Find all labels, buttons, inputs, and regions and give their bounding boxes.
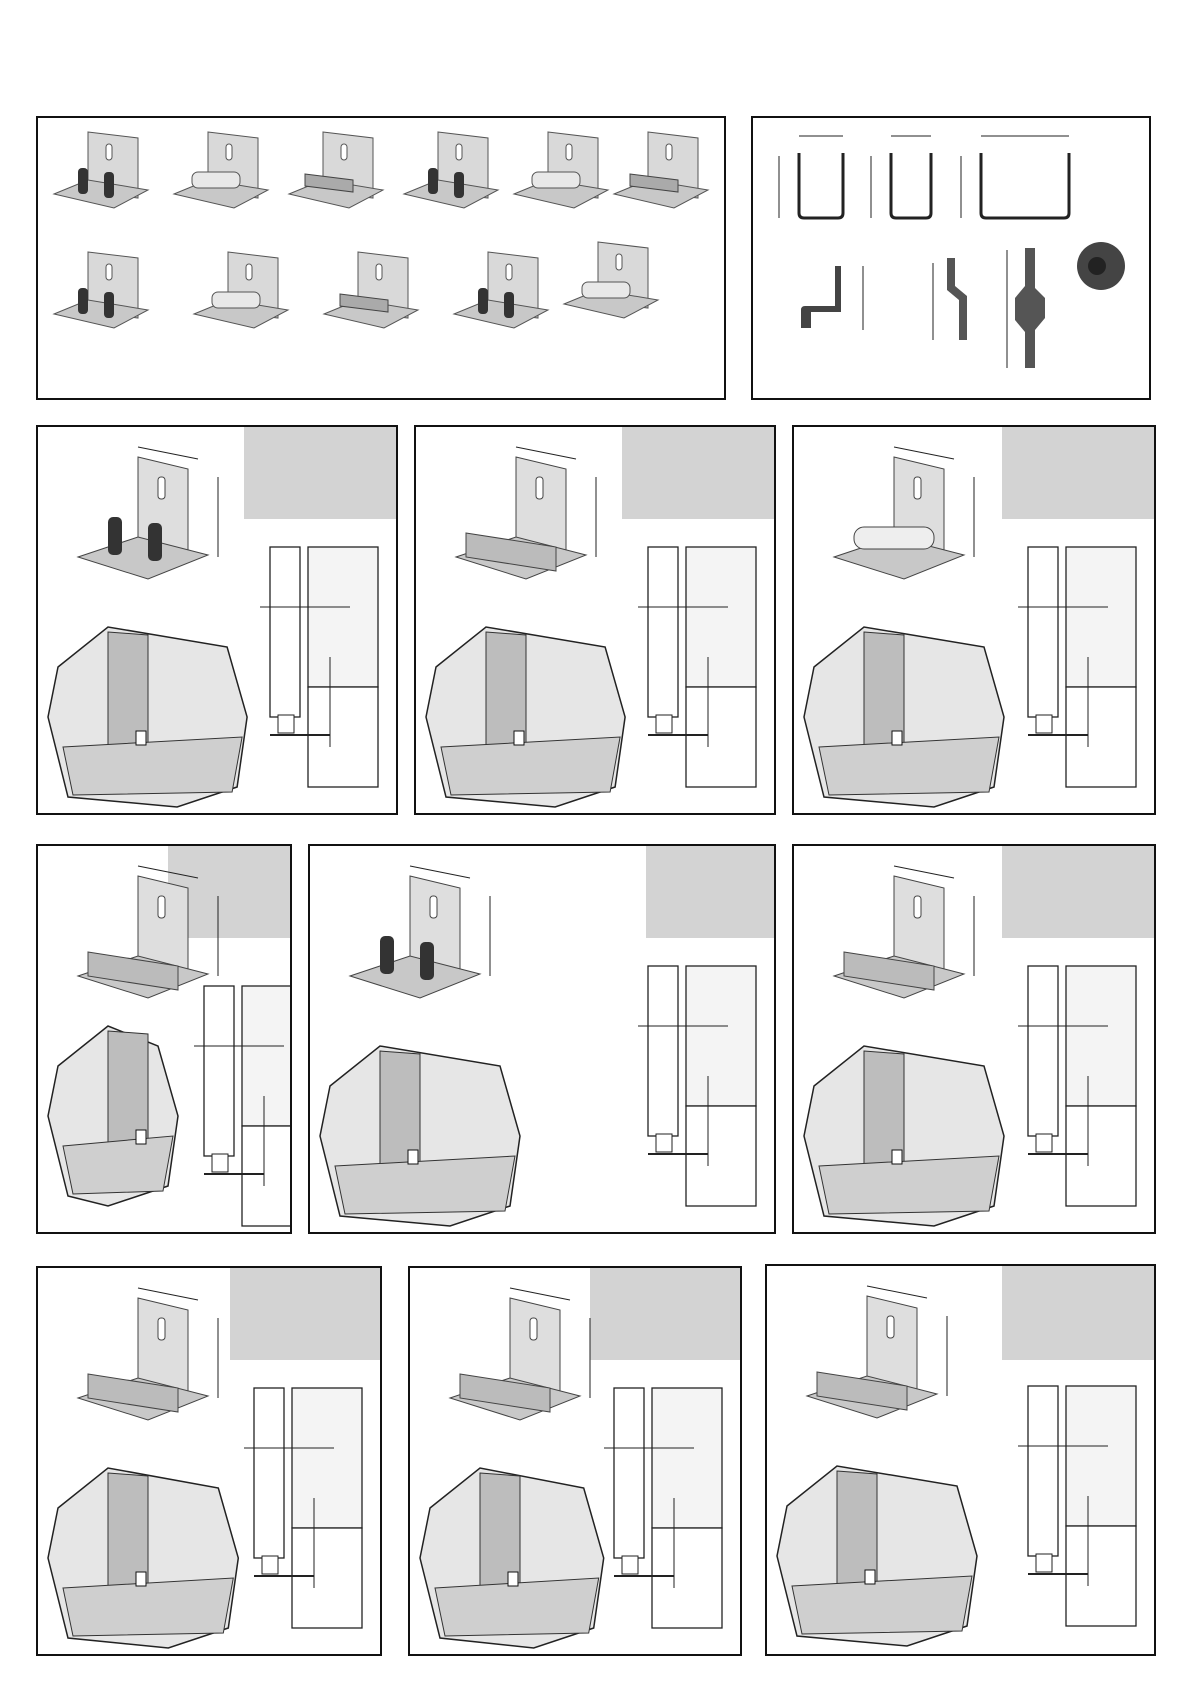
installation-illustration (38, 427, 398, 815)
cross-section-diagram (638, 547, 756, 787)
installation-illustration (38, 1268, 382, 1656)
door-cutaway-illustration (426, 627, 625, 807)
door-cutaway-illustration (804, 1046, 1004, 1226)
guide-nylon-slot (289, 132, 383, 208)
cross-section-diagram (604, 1388, 722, 1628)
panel-single-roller-guide (36, 844, 292, 1234)
door-cutaway-illustration (48, 1026, 178, 1206)
hardware-detail (834, 866, 974, 998)
door-cutaway-illustration (48, 627, 247, 807)
hardware-detail (456, 447, 596, 579)
hardware-detail (834, 447, 974, 579)
cross-section-diagram (194, 986, 292, 1226)
panel-square-plate-guide (408, 1266, 742, 1656)
hardware-overview-panel (36, 116, 726, 400)
cross-section-diagram (260, 547, 378, 787)
installation-illustration (416, 427, 776, 815)
cross-section-diagram (1018, 547, 1136, 787)
panel-double-door-guides (308, 844, 776, 1234)
track-profile-hook (801, 266, 863, 330)
guide-roller-twin (54, 132, 148, 208)
installation-illustration (794, 427, 1156, 815)
installation-illustration (38, 846, 292, 1234)
panel-flat-plate-guide (36, 1266, 382, 1656)
hardware-row-bottom (54, 242, 658, 328)
panel-offset-bracket-guide (765, 1264, 1156, 1656)
profiles-overview-panel (751, 116, 1151, 400)
hardware-detail (78, 447, 218, 579)
installation-illustration (794, 846, 1156, 1234)
guide-flat-plate-square (454, 252, 548, 328)
guide-offset-bracket (564, 242, 658, 318)
u-channel-narrow (779, 136, 843, 218)
door-cutaway-illustration (420, 1468, 604, 1648)
guide-single-roller (514, 132, 608, 208)
cross-section-diagram (1018, 1386, 1136, 1626)
guide-double-nylon-slot (324, 252, 418, 328)
hardware-detail (450, 1288, 590, 1420)
panel-channel-guide (414, 425, 776, 815)
door-cutaway-illustration (320, 1046, 520, 1226)
hardware-detail (78, 1288, 218, 1420)
track-profile-step (933, 258, 967, 340)
u-channel-wide (961, 136, 1069, 218)
u-channel-medium (871, 136, 931, 218)
cross-section-diagram (1018, 966, 1136, 1206)
hardware-detail (350, 866, 490, 998)
panel-double-channel-guide (792, 844, 1156, 1234)
profiles-overview-illustration (753, 118, 1151, 400)
installation-illustration (410, 1268, 742, 1656)
track-profile-double-step (1007, 248, 1045, 368)
guide-double-channel (194, 252, 288, 328)
installation-illustration (767, 1266, 1156, 1656)
guide-quad-roller (54, 252, 148, 328)
cross-section-diagram (638, 966, 756, 1206)
door-cutaway-illustration (48, 1468, 238, 1648)
door-cutaway-illustration (777, 1466, 977, 1646)
guide-steel-channel (404, 132, 498, 208)
hardware-detail (78, 866, 218, 998)
guide-flat-plate-center (614, 132, 708, 208)
rubber-stop-bumper (1077, 242, 1125, 290)
panel-nylon-slot-guide (792, 425, 1156, 815)
hardware-detail (807, 1286, 947, 1418)
hardware-overview-illustration (38, 118, 726, 400)
installation-illustration (310, 846, 776, 1234)
cross-section-diagram (244, 1388, 362, 1628)
panel-twin-roller-guide (36, 425, 398, 815)
hardware-row-top (54, 132, 708, 208)
guide-nylon-roller-pair (174, 132, 268, 208)
door-cutaway-illustration (804, 627, 1004, 807)
